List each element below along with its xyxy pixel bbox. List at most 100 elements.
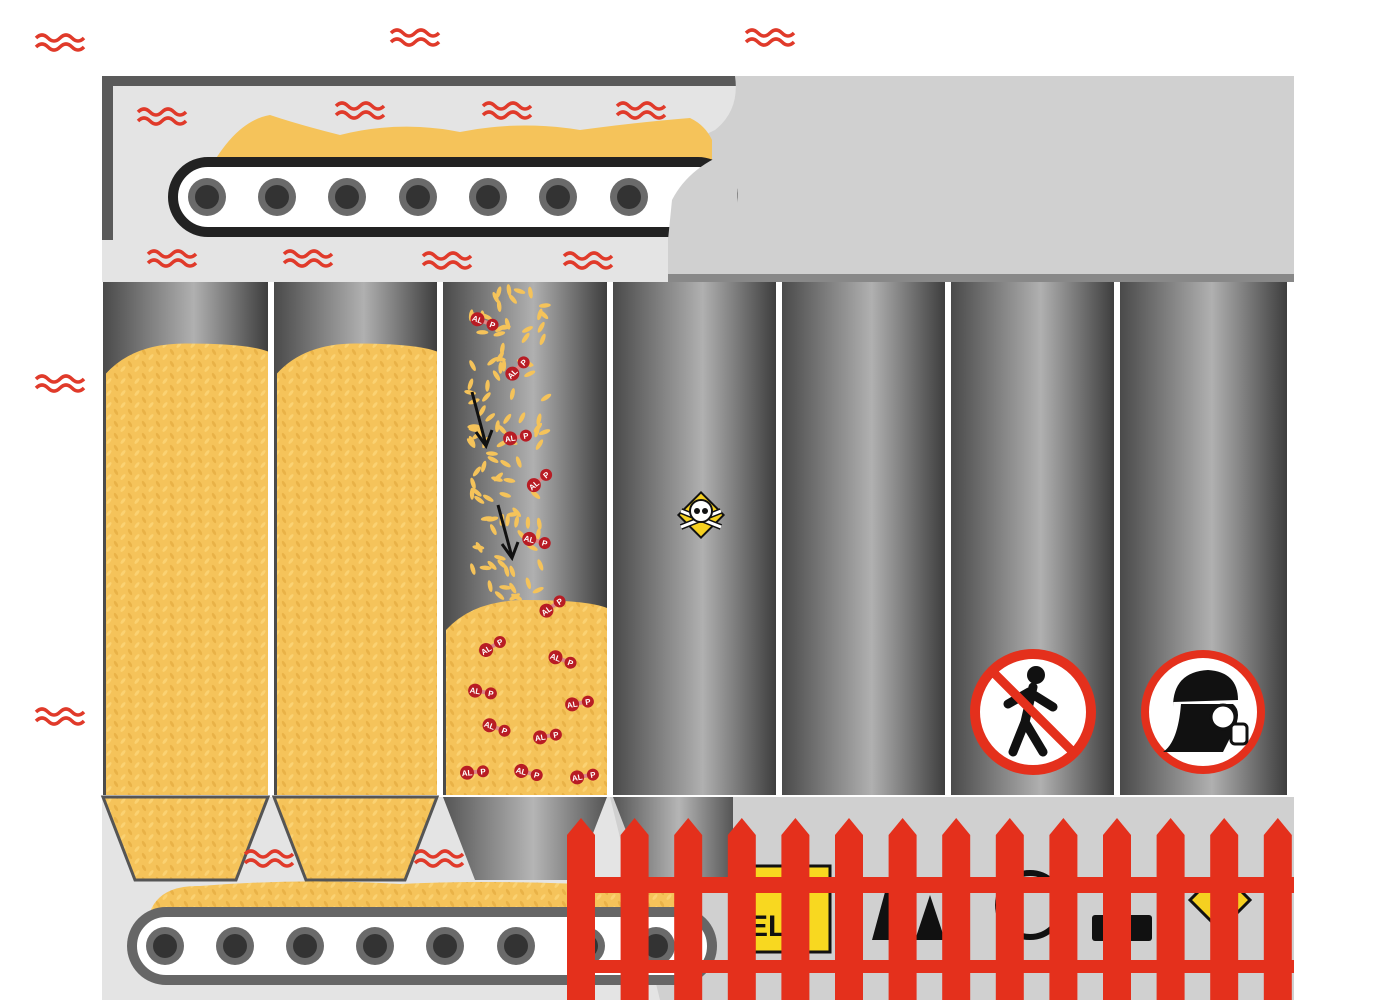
- molecule-label-al: AL: [461, 768, 473, 778]
- molecule-label-p: P: [555, 596, 565, 607]
- heat-wave-icon: [34, 374, 86, 393]
- molecule-label-p: P: [566, 658, 575, 669]
- molecule-label-p: P: [590, 770, 597, 780]
- grain-kernel: [538, 429, 551, 436]
- hopper: [443, 797, 607, 880]
- fence-picket: [1049, 818, 1078, 1000]
- grain-kernel: [513, 288, 526, 294]
- molecule-label-al: AL: [483, 720, 496, 732]
- molecule-label-p: P: [488, 320, 497, 331]
- gas-mask-required-sign-icon: [1141, 650, 1265, 774]
- fence-picket: [1210, 818, 1239, 1000]
- fence-picket: [567, 818, 595, 1000]
- heat-wave-icon: [34, 707, 86, 726]
- alp-molecule: AL P: [470, 312, 499, 331]
- fence-picket: [727, 818, 756, 1000]
- silo-5: [782, 282, 945, 795]
- roller: [258, 178, 296, 216]
- molecule-label-al: AL: [515, 766, 528, 777]
- grain-kernel: [539, 333, 546, 346]
- fence-picket: [1103, 818, 1131, 1000]
- fence-picket: [781, 818, 810, 1000]
- grain-kernel: [485, 379, 490, 392]
- grain-kernel: [499, 585, 512, 590]
- grain-kernel: [497, 425, 507, 435]
- alp-molecule: ALP: [505, 356, 530, 381]
- grain-kernel: [530, 490, 541, 499]
- grain-fill: [106, 343, 268, 795]
- fence-picket: [888, 818, 917, 1000]
- grain-kernel: [536, 517, 542, 530]
- molecule-label-p: P: [496, 637, 506, 648]
- grain-kernel: [505, 514, 510, 527]
- roller: [216, 927, 254, 965]
- roller: [146, 927, 184, 965]
- molecule-label-p: P: [519, 357, 530, 368]
- grain-kernel: [487, 580, 493, 593]
- roller: [188, 178, 226, 216]
- silo-1: [103, 282, 268, 795]
- silo-4: [613, 282, 776, 795]
- grain-kernel: [535, 528, 541, 541]
- molecule-label-al: AL: [471, 314, 484, 326]
- molecule-label-al: AL: [549, 652, 562, 664]
- grain-kernel: [515, 456, 522, 468]
- hopper: [100, 795, 271, 882]
- grain-kernel: [503, 413, 512, 424]
- roller: [610, 178, 648, 216]
- molecule-label-al: AL: [571, 773, 583, 784]
- roller: [286, 927, 324, 965]
- grain-kernel: [472, 466, 481, 477]
- grain-kernel: [489, 524, 497, 536]
- molecule-label-al: AL: [469, 686, 481, 697]
- grain-kernel: [478, 405, 486, 416]
- top-conveyor: [168, 150, 740, 240]
- alp-molecule: AL P: [570, 768, 599, 785]
- grain-kernel: [538, 303, 551, 308]
- grain-kernel: [521, 332, 530, 343]
- silo-hoppers: [100, 795, 733, 882]
- top-grain-pile: [215, 115, 712, 160]
- molecule-label-al: AL: [523, 534, 536, 545]
- grain-kernel: [496, 286, 502, 298]
- grain-kernel: [532, 586, 544, 594]
- grain-kernel: [498, 361, 503, 374]
- fence-picket: [620, 818, 649, 1000]
- silo-2: [274, 282, 437, 795]
- grain-kernel: [467, 424, 480, 429]
- grain-kernel: [492, 370, 501, 381]
- molecule-label-p: P: [523, 431, 530, 441]
- roller: [399, 178, 437, 216]
- molecule-label-al: AL: [504, 434, 516, 445]
- roller: [539, 178, 577, 216]
- grain-kernel: [504, 317, 511, 330]
- grain-kernel: [535, 439, 544, 450]
- no-pedestrians-sign-icon: [970, 649, 1096, 775]
- grain-kernel: [482, 392, 491, 402]
- heat-wave-icon: [744, 28, 796, 47]
- grain-kernel: [514, 515, 519, 528]
- molecule-label-p: P: [542, 470, 552, 481]
- grain-kernel: [494, 591, 505, 600]
- grain-kernel: [485, 451, 498, 456]
- grain-kernel: [506, 512, 519, 517]
- bottom-grain-pile: [150, 881, 680, 912]
- grain-kernel: [501, 359, 507, 372]
- roller: [426, 927, 464, 965]
- grain-kernel: [495, 324, 506, 333]
- alp-molecule: ALP: [539, 595, 566, 618]
- grain-kernel: [538, 310, 549, 320]
- grain-kernel: [528, 286, 533, 299]
- grain-kernel: [540, 393, 552, 402]
- grain-kernel: [479, 565, 492, 571]
- grain-kernel: [524, 370, 536, 378]
- grain-kernel: [480, 313, 492, 320]
- grain-kernel: [512, 507, 522, 517]
- grain-kernel: [475, 541, 483, 553]
- top-conveyor-housing: [102, 76, 1294, 282]
- grain-kernel: [486, 516, 499, 522]
